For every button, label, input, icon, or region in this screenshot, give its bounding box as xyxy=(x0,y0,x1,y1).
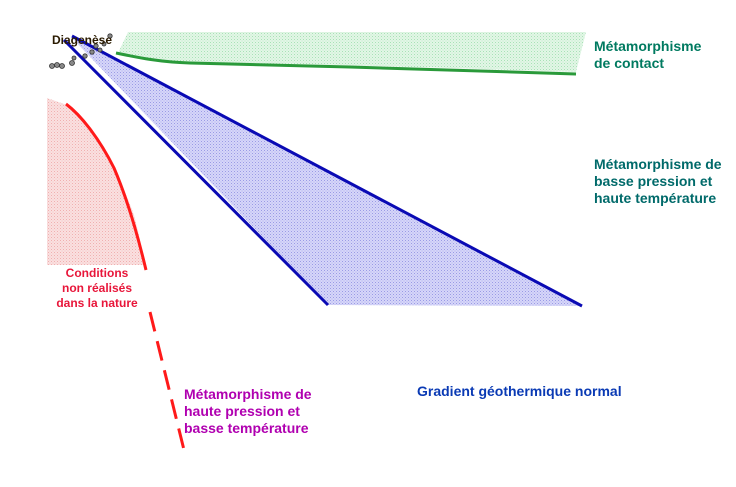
normal-gradient-label: Gradient géothermique normal xyxy=(417,383,622,399)
diagenese-label: Diagenèse xyxy=(52,33,113,47)
contact-metamorphism-label: Métamorphisme de contact xyxy=(594,38,702,71)
hp-bt-metamorphism-label: Métamorphisme de haute pression et basse… xyxy=(184,386,312,436)
contact-curve xyxy=(115,51,577,76)
unrealized-zone xyxy=(47,98,146,265)
limit-curve-dashed xyxy=(148,311,186,451)
gradient-line-upper xyxy=(71,34,583,308)
bp-ht-metamorphism-label: Métamorphisme de basse pression et haute… xyxy=(594,156,722,206)
limit-curve xyxy=(65,102,148,271)
gradient-line-lower xyxy=(62,38,330,307)
diagenesis-rock-particles-icon xyxy=(49,33,113,69)
unrealized-conditions-label: Conditions non réalisés dans la nature xyxy=(56,266,138,310)
contact-metamorphism-zone xyxy=(118,32,586,72)
